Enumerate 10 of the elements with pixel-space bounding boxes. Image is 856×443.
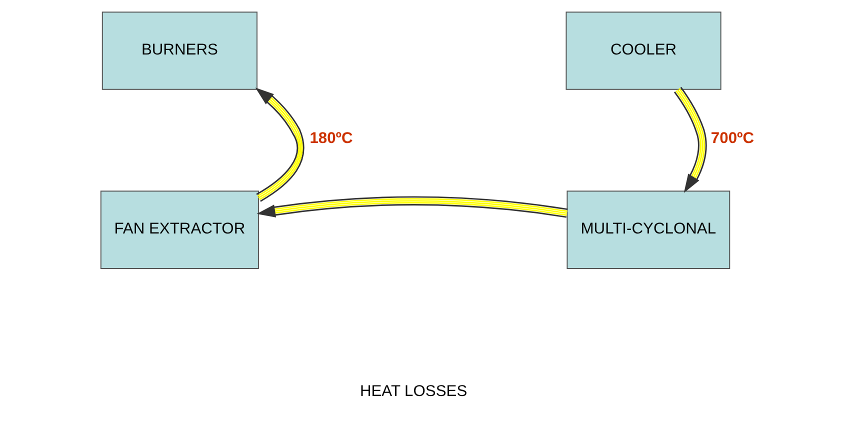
node-box: MULTI-CYCLONAL (566, 190, 730, 269)
arrow (674, 86, 707, 193)
edge-label: 700ºC (710, 130, 754, 148)
edge-label: 180ºC (310, 130, 353, 148)
node-box: FAN EXTRACTOR (100, 190, 259, 269)
arrow (256, 196, 568, 218)
node-box: COOLER (566, 12, 722, 90)
node-box: BURNERS (102, 12, 258, 90)
label: HEAT LOSSES (360, 382, 468, 400)
arrow (255, 88, 304, 202)
